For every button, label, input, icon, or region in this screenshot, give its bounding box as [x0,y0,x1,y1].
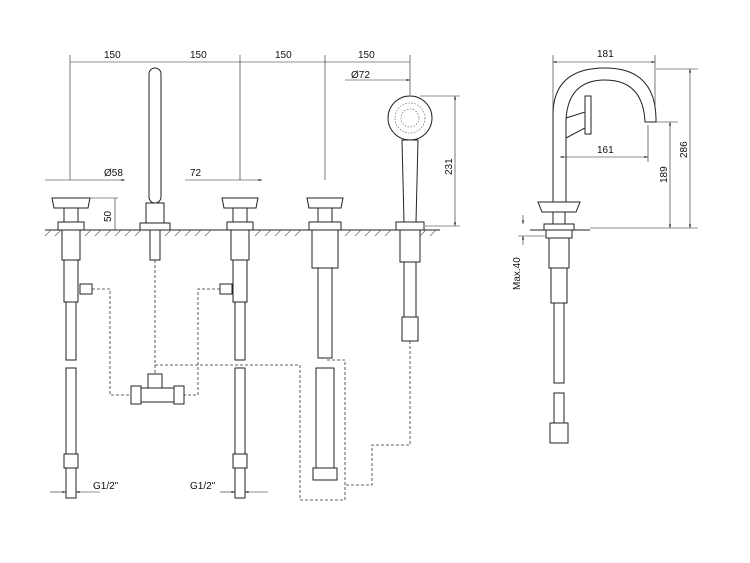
inlet-left-label: G1/2" [93,481,119,492]
handle-width-label: 72 [190,168,202,179]
hand-shower-diameter-label: Ø72 [351,70,370,81]
right-valve: 72 [185,168,262,499]
spout-reach-label: 161 [597,145,614,156]
diverter-valve [306,197,344,481]
overall-height-label: 286 [679,141,690,158]
inlet-labels: G1/2" G1/2" [50,481,268,494]
spout [552,67,657,206]
spacing-label-4: 150 [358,50,375,61]
spacing-label-3: 150 [275,50,292,61]
max-deck-label: Max.40 [512,257,523,290]
hand-shower-height-label: 231 [444,158,455,175]
spacing-dimensions: 150 150 150 150 [69,50,411,180]
hidden-pipes [92,260,411,501]
hand-shower: Ø72 231 [345,70,460,342]
mixing-tee [130,373,185,405]
handle-height-label: 50 [103,210,114,222]
inlet-right-label: G1/2" [190,481,216,492]
spacing-label-2: 150 [190,50,207,61]
side-view: 181 161 189 286 Max.40 [512,49,698,444]
handle-diameter-label: Ø58 [104,168,123,179]
overall-width-label: 181 [597,49,614,60]
front-view: 150 150 150 150 Ø58 50 [44,50,460,501]
spacing-label-1: 150 [104,50,121,61]
spout-height-label: 189 [659,166,670,183]
hose-column [139,67,171,261]
side-handle [584,95,592,135]
left-valve: Ø58 50 [45,168,125,499]
